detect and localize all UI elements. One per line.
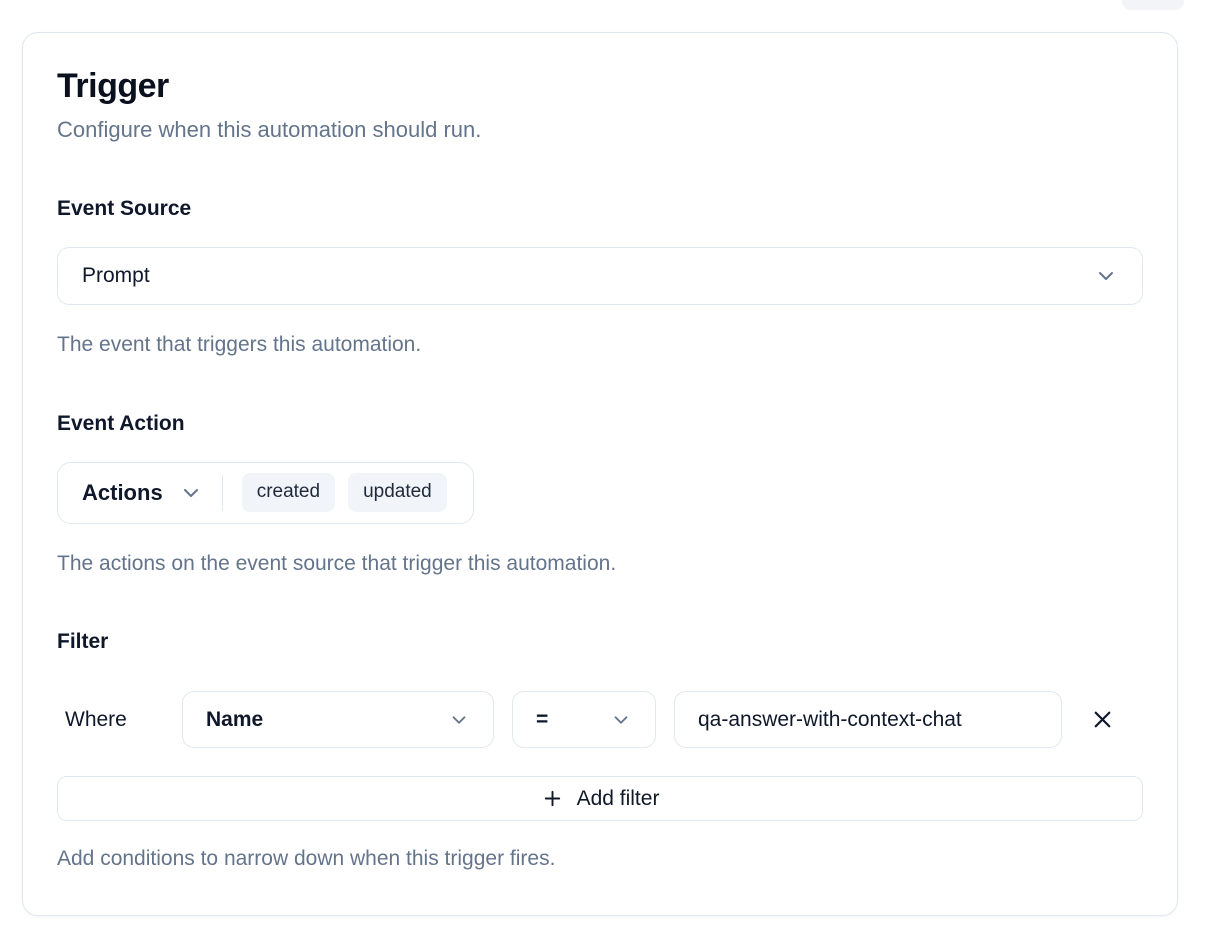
- event-action-control: Actions created updated: [57, 461, 474, 524]
- page-subtitle: Configure when this automation should ru…: [57, 116, 482, 142]
- filter-field-select[interactable]: Name: [182, 691, 494, 749]
- actions-dropdown-label: Actions: [82, 479, 163, 505]
- event-source-select[interactable]: Prompt: [57, 247, 1143, 306]
- filter-field-value: Name: [206, 707, 264, 731]
- event-source-helper: The event that triggers this automation.: [57, 333, 422, 357]
- remove-filter-button[interactable]: [1080, 698, 1124, 742]
- event-source-selected-value: Prompt: [82, 264, 150, 288]
- filter-condition-row: Where Name =: [57, 691, 1143, 749]
- filter-operator-value: =: [536, 707, 549, 731]
- vertical-divider: [221, 474, 223, 511]
- chevron-down-icon: [1094, 264, 1118, 288]
- page-title: Trigger: [57, 67, 169, 105]
- chevron-down-icon: [179, 481, 203, 505]
- close-icon: [1089, 706, 1116, 733]
- action-chip-created[interactable]: created: [241, 473, 336, 513]
- filter-section: Filter Where Name =: [57, 629, 1143, 873]
- selected-actions-list: created updated: [241, 473, 447, 513]
- add-filter-button[interactable]: Add filter: [57, 776, 1143, 822]
- event-action-section: Event Action Actions created updated The…: [57, 411, 1143, 578]
- chevron-down-icon: [610, 709, 632, 731]
- filter-operator-select[interactable]: =: [512, 691, 656, 749]
- event-action-helper: The actions on the event source that tri…: [57, 551, 617, 575]
- chevron-down-icon: [448, 709, 470, 731]
- cutoff-element: [1122, 0, 1184, 10]
- plus-icon: [541, 787, 564, 810]
- where-label: Where: [65, 707, 127, 731]
- actions-dropdown-button[interactable]: Actions: [82, 480, 203, 506]
- filter-helper: Add conditions to narrow down when this …: [57, 847, 556, 871]
- event-source-label: Event Source: [57, 197, 192, 221]
- filter-value-input[interactable]: [674, 691, 1062, 749]
- trigger-card: Trigger Configure when this automation s…: [22, 32, 1178, 916]
- action-chip-updated[interactable]: updated: [348, 473, 447, 513]
- event-action-label: Event Action: [57, 411, 185, 435]
- event-source-section: Event Source Prompt The event that trigg…: [57, 196, 1143, 359]
- filter-label: Filter: [57, 630, 109, 654]
- add-filter-label: Add filter: [576, 786, 660, 810]
